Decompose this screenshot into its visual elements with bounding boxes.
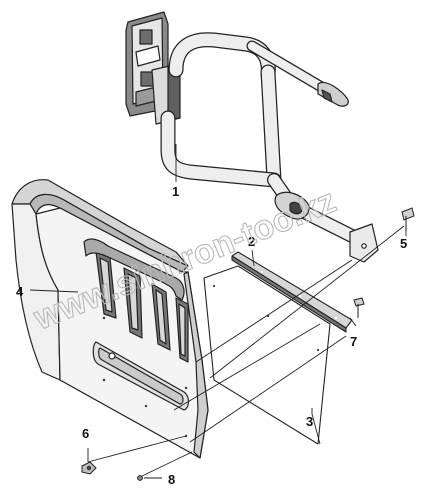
callout-6: 6 bbox=[82, 426, 89, 441]
fasteners bbox=[81, 207, 415, 481]
tube-frame-bracket bbox=[125, 11, 379, 263]
callout-3: 3 bbox=[306, 414, 313, 429]
callout-7: 7 bbox=[350, 334, 357, 349]
callout-8: 8 bbox=[168, 472, 175, 487]
bolt-5 bbox=[401, 207, 415, 232]
callout-4: 4 bbox=[16, 284, 24, 299]
leader-lines bbox=[29, 144, 407, 479]
callout-labels: 1 2 3 4 5 6 7 8 bbox=[16, 184, 407, 487]
bolt-7 bbox=[353, 297, 365, 318]
callout-5: 5 bbox=[400, 236, 407, 251]
mudguard-body bbox=[11, 179, 209, 459]
nut-6 bbox=[81, 461, 97, 475]
callout-1: 1 bbox=[172, 184, 179, 199]
callout-2: 2 bbox=[248, 234, 255, 249]
screw-8 bbox=[137, 475, 143, 481]
